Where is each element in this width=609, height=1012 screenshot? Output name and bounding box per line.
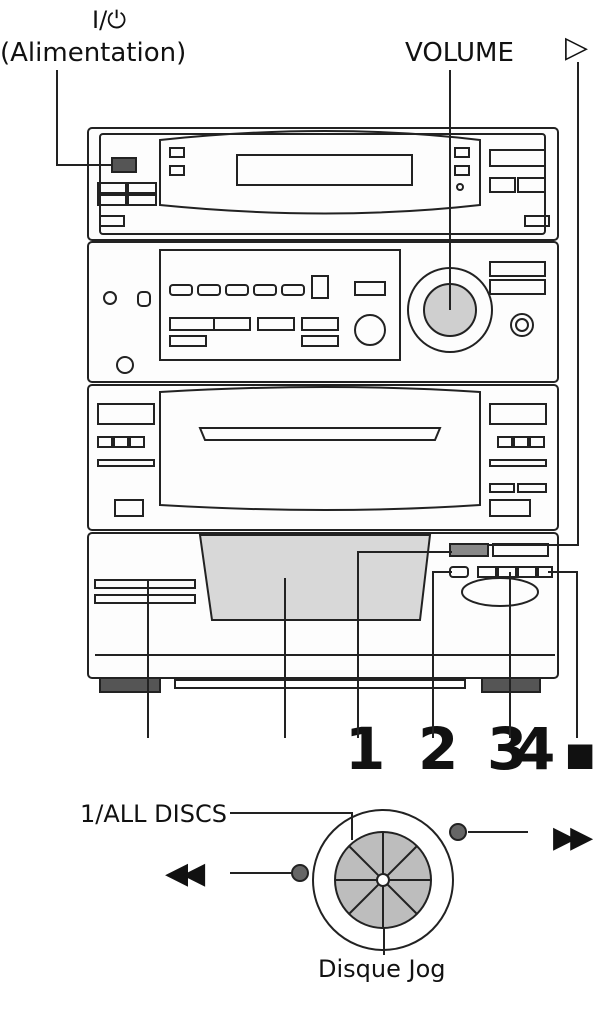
stop-label: ■ <box>565 735 596 773</box>
tuner-unit <box>87 127 559 241</box>
power-name-label: (Alimentation) <box>0 38 187 68</box>
disc-jog-dial[interactable] <box>312 809 454 951</box>
callout-4-label: 4 <box>515 715 556 783</box>
callout-2-label: 2 <box>418 715 459 783</box>
forward-button[interactable] <box>449 823 467 841</box>
rewind-label: ◀◀ <box>165 856 205 891</box>
callout-3-label: 3 <box>487 715 528 783</box>
forward-label: ▶▶ <box>553 820 593 855</box>
cd-changer-unit <box>87 532 559 679</box>
cassette-unit <box>87 384 559 531</box>
amplifier-unit <box>87 241 559 383</box>
play-label: ▷ <box>565 30 589 65</box>
power-symbol-label: I/⏻ <box>92 6 127 34</box>
volume-label: VOLUME <box>405 38 514 68</box>
all-discs-label: 1/ALL DISCS <box>80 800 227 828</box>
power-button[interactable] <box>111 157 137 173</box>
rewind-button[interactable] <box>291 864 309 882</box>
callout-1-label: 1 <box>345 715 386 783</box>
disque-jog-label: Disque Jog <box>318 955 446 983</box>
